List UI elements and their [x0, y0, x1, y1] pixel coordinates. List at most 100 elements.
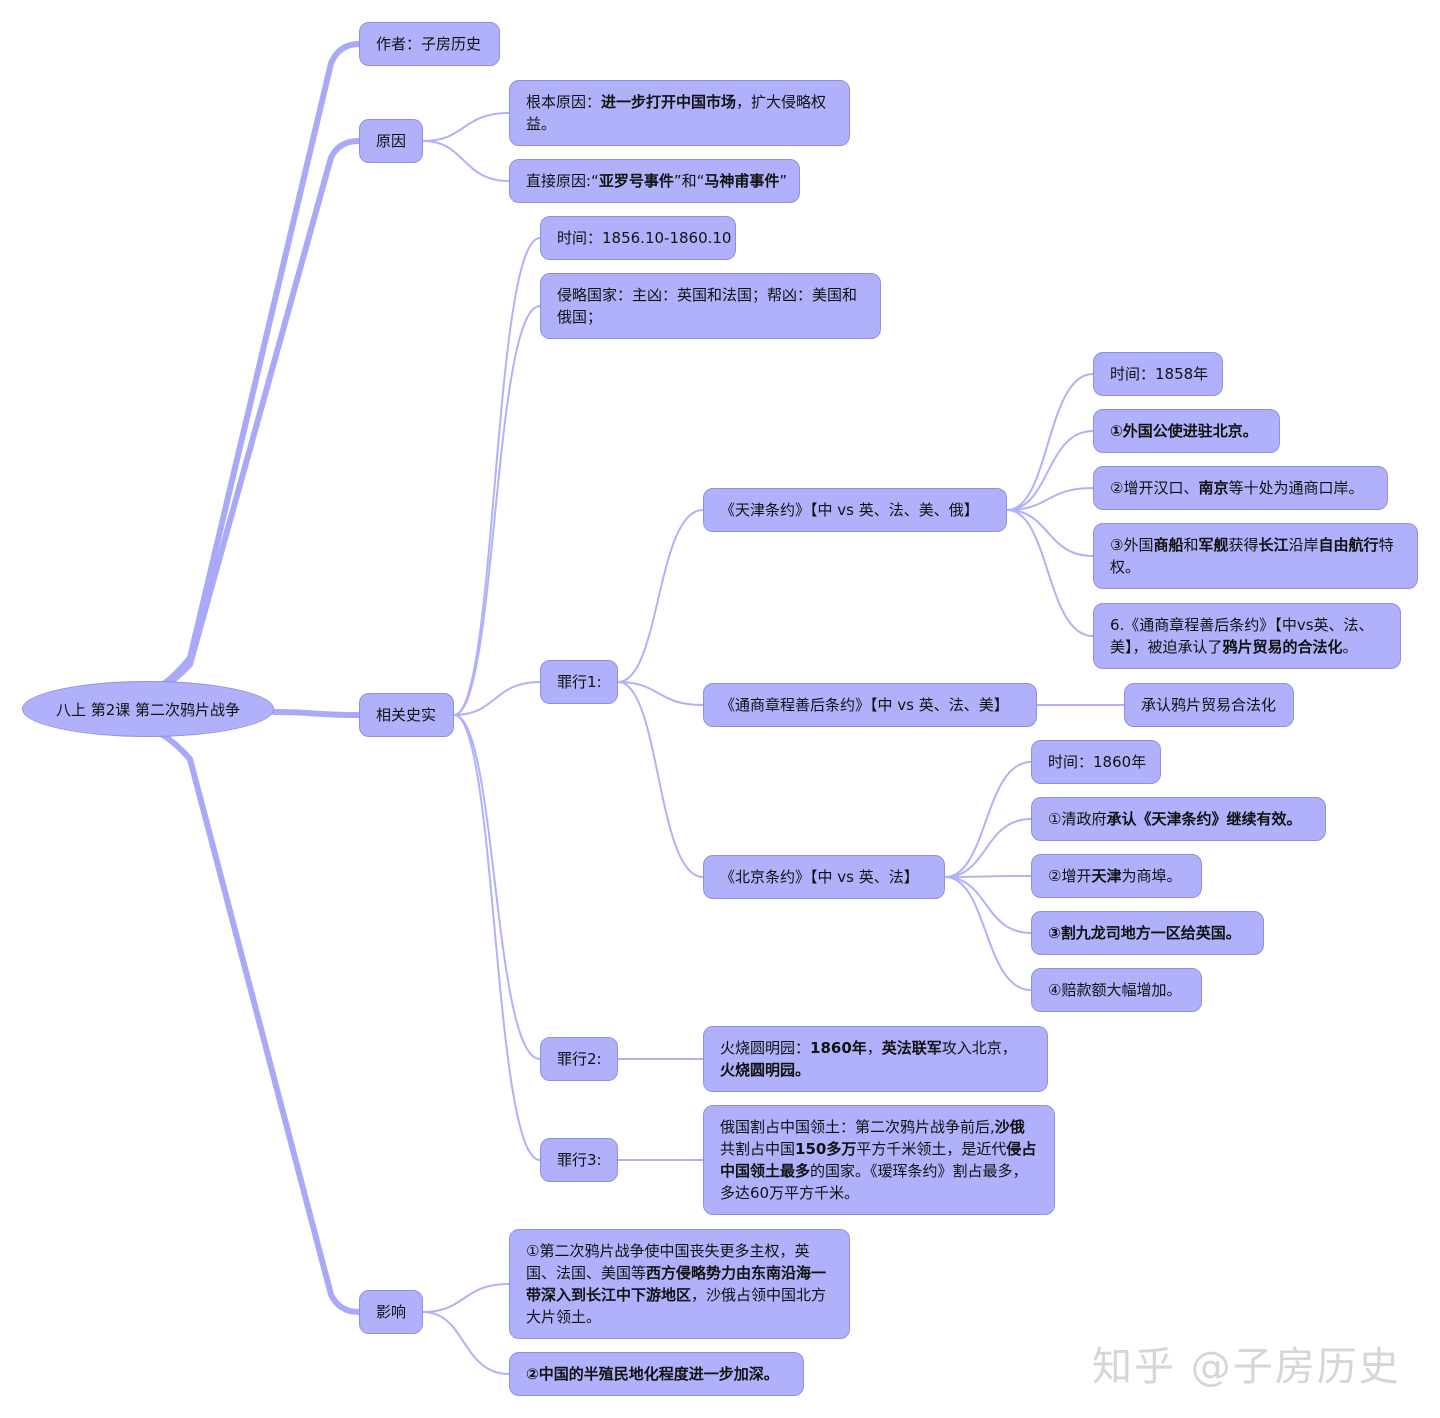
tianjin-treaty-label: 《天津条约》【中 vs 英、法、美、俄】	[720, 501, 979, 519]
tianjin-time-label: 时间：1858年	[1110, 365, 1209, 383]
facts-label: 相关史实	[376, 706, 437, 724]
crime3-node[interactable]: 罪行3:	[540, 1138, 618, 1182]
link-facts-time	[453, 237, 541, 716]
text-part: 直接原因:“	[526, 172, 599, 190]
bold-part: 鸦片贸易的合法化	[1222, 638, 1343, 656]
link-crime1-tongshang	[617, 681, 704, 706]
tianjin-item-3[interactable]: ③外国商船和军舰获得长江沿岸自由航行特权。	[1093, 523, 1418, 589]
text-part: ③外国	[1110, 536, 1154, 554]
bold-part: ②中国的半殖民地化程度进一步加深。	[526, 1365, 779, 1383]
text-part: ②增开汉口、	[1110, 479, 1199, 497]
author-node[interactable]: 作者：子房历史	[359, 22, 500, 66]
impact-label: 影响	[376, 1303, 407, 1321]
text-part: 为商埠。	[1121, 867, 1182, 885]
bold-part: 南京	[1198, 479, 1229, 497]
root-node[interactable]: 八上 第2课 第二次鸦片战争	[22, 681, 274, 737]
cause-label: 原因	[376, 132, 407, 150]
text-part: 攻入北京，	[941, 1039, 1017, 1057]
text-part: 和	[1183, 536, 1199, 554]
bold-part: 亚罗号事件	[598, 172, 674, 190]
tianjin-item-4[interactable]: 6.《通商章程善后条约》【中vs英、法、美】，被迫承认了鸦片贸易的合法化。	[1093, 603, 1401, 669]
crime2-detail-node[interactable]: 火烧圆明园：1860年，英法联军攻入北京， 火烧圆明园。	[703, 1026, 1048, 1092]
link-tianjin-i3	[1006, 509, 1094, 557]
impact-item-2[interactable]: ②中国的半殖民地化程度进一步加深。	[509, 1352, 804, 1396]
text-part: 等十处为通商口岸。	[1228, 479, 1364, 497]
link-root-facts	[271, 709, 362, 718]
link-beijing-i1	[944, 818, 1032, 878]
link-cause-direct	[422, 140, 510, 182]
bold-part: 1860年	[810, 1039, 867, 1057]
crime1-node[interactable]: 罪行1:	[540, 660, 618, 704]
link-beijing-i2	[944, 875, 1032, 878]
bold-part: 自由航行	[1318, 536, 1379, 554]
text-part: 共割占中国	[720, 1140, 796, 1158]
beijing-time-node[interactable]: 时间：1860年	[1031, 740, 1161, 784]
tianjin-item-2[interactable]: ②增开汉口、南京等十处为通商口岸。	[1093, 466, 1388, 510]
bold-part: 侵占中国领土最多	[720, 1140, 1037, 1180]
text-part: ，扩大侵略权益。	[526, 93, 827, 133]
beijing-treaty-node[interactable]: 《北京条约》【中 vs 英、法】	[703, 855, 945, 899]
text-part: 沿岸	[1288, 536, 1319, 554]
impact-node[interactable]: 影响	[359, 1290, 423, 1334]
crime2-node[interactable]: 罪行2:	[540, 1037, 618, 1081]
author-label: 作者：子房历史	[376, 35, 482, 53]
impact-item-1[interactable]: ①第二次鸦片战争使中国丧失更多主权，英国、法国、美国等西方侵略势力由东南沿海一带…	[509, 1229, 850, 1339]
bold-part: 承认《天津条约》继续有效。	[1106, 810, 1302, 828]
cause-fundamental-node[interactable]: 根本原因：进一步打开中国市场，扩大侵略权益。	[509, 80, 850, 146]
text-part: ①第二次鸦片战争使中国丧失更多主权，英国、法国、美国等	[526, 1242, 810, 1282]
bold-part: 火烧圆明园。	[720, 1061, 811, 1079]
text-part: 俄国割占中国领土：第二次鸦片战争前后,	[720, 1118, 995, 1136]
link-facts-crime1	[453, 681, 541, 716]
tongshang-child-node[interactable]: 承认鸦片贸易合法化	[1124, 683, 1294, 727]
bold-part: 长江	[1258, 536, 1289, 554]
link-root-cause	[147, 138, 362, 695]
text-part: 火烧圆明园：	[720, 1039, 811, 1057]
facts-countries-node[interactable]: 侵略国家：主凶：英国和法国；帮凶：美国和俄国；	[540, 273, 881, 339]
tianjin-treaty-node[interactable]: 《天津条约》【中 vs 英、法、美、俄】	[703, 488, 1007, 532]
link-root-impact	[147, 727, 362, 1315]
beijing-item-2[interactable]: ②增开天津为商埠。	[1031, 854, 1202, 898]
text-part: 的国家。《瑷珲条约》割占最多，多达60万平方千米。	[720, 1162, 1028, 1202]
text-part: ”和“	[673, 172, 705, 190]
text-part: ④赔款额大幅增加。	[1048, 981, 1182, 999]
link-root-author	[147, 41, 362, 693]
facts-node[interactable]: 相关史实	[359, 693, 454, 737]
tongshang-child-label: 承认鸦片贸易合法化	[1141, 696, 1277, 714]
watermark: 知乎 @子房历史	[1092, 1344, 1401, 1390]
beijing-item-1[interactable]: ①清政府承认《天津条约》继续有效。	[1031, 797, 1326, 841]
bold-part: 沙俄	[994, 1118, 1025, 1136]
link-facts-countries	[453, 305, 541, 716]
link-impact-i2	[422, 1311, 510, 1375]
tongshang-treaty-node[interactable]: 《通商章程善后条约》【中 vs 英、法、美】	[703, 683, 1037, 727]
link-impact-i1	[422, 1283, 510, 1313]
tianjin-item-1[interactable]: ①外国公使进驻北京。	[1093, 409, 1280, 453]
crime3-detail-node[interactable]: 俄国割占中国领土：第二次鸦片战争前后,沙俄共割占中国150多万平方千米领土，是近…	[703, 1105, 1055, 1215]
text-part: 获得	[1228, 536, 1259, 554]
bold-part: 英法联军	[881, 1039, 942, 1057]
beijing-treaty-label: 《北京条约》【中 vs 英、法】	[720, 868, 919, 886]
link-tianjin-i2	[1006, 487, 1094, 511]
facts-time-node[interactable]: 时间：1856.10-1860.10	[540, 216, 736, 260]
bold-part: 天津	[1091, 867, 1122, 885]
text-part: ，	[866, 1039, 882, 1057]
bold-part: ①外国公使进驻北京。	[1110, 422, 1258, 440]
bold-part: ③割九龙司地方一区给英国。	[1048, 924, 1241, 942]
text-part: ”	[779, 172, 788, 190]
link-crime1-beijing	[617, 681, 704, 878]
tianjin-time-node[interactable]: 时间：1858年	[1093, 352, 1223, 396]
beijing-item-4[interactable]: ④赔款额大幅增加。	[1031, 968, 1202, 1012]
link-tianjin-i4	[1006, 509, 1094, 637]
bold-part: 150多万	[795, 1140, 857, 1158]
text-part: ①清政府	[1048, 810, 1107, 828]
crime3-label: 罪行3:	[557, 1151, 602, 1169]
link-facts-crime2	[453, 714, 541, 1060]
link-tianjin-time	[1006, 373, 1094, 511]
text-part: ，沙俄占领中国北方大片领土。	[526, 1286, 827, 1326]
crime1-label: 罪行1:	[557, 673, 602, 691]
beijing-item-3[interactable]: ③割九龙司地方一区给英国。	[1031, 911, 1264, 955]
cause-direct-node[interactable]: 直接原因:“亚罗号事件”和“马神甫事件”	[509, 159, 800, 203]
cause-node[interactable]: 原因	[359, 119, 423, 163]
link-crime1-tianjin	[617, 509, 704, 683]
facts-time-label: 时间：1856.10-1860.10	[557, 229, 732, 247]
text-part: ②增开	[1048, 867, 1092, 885]
